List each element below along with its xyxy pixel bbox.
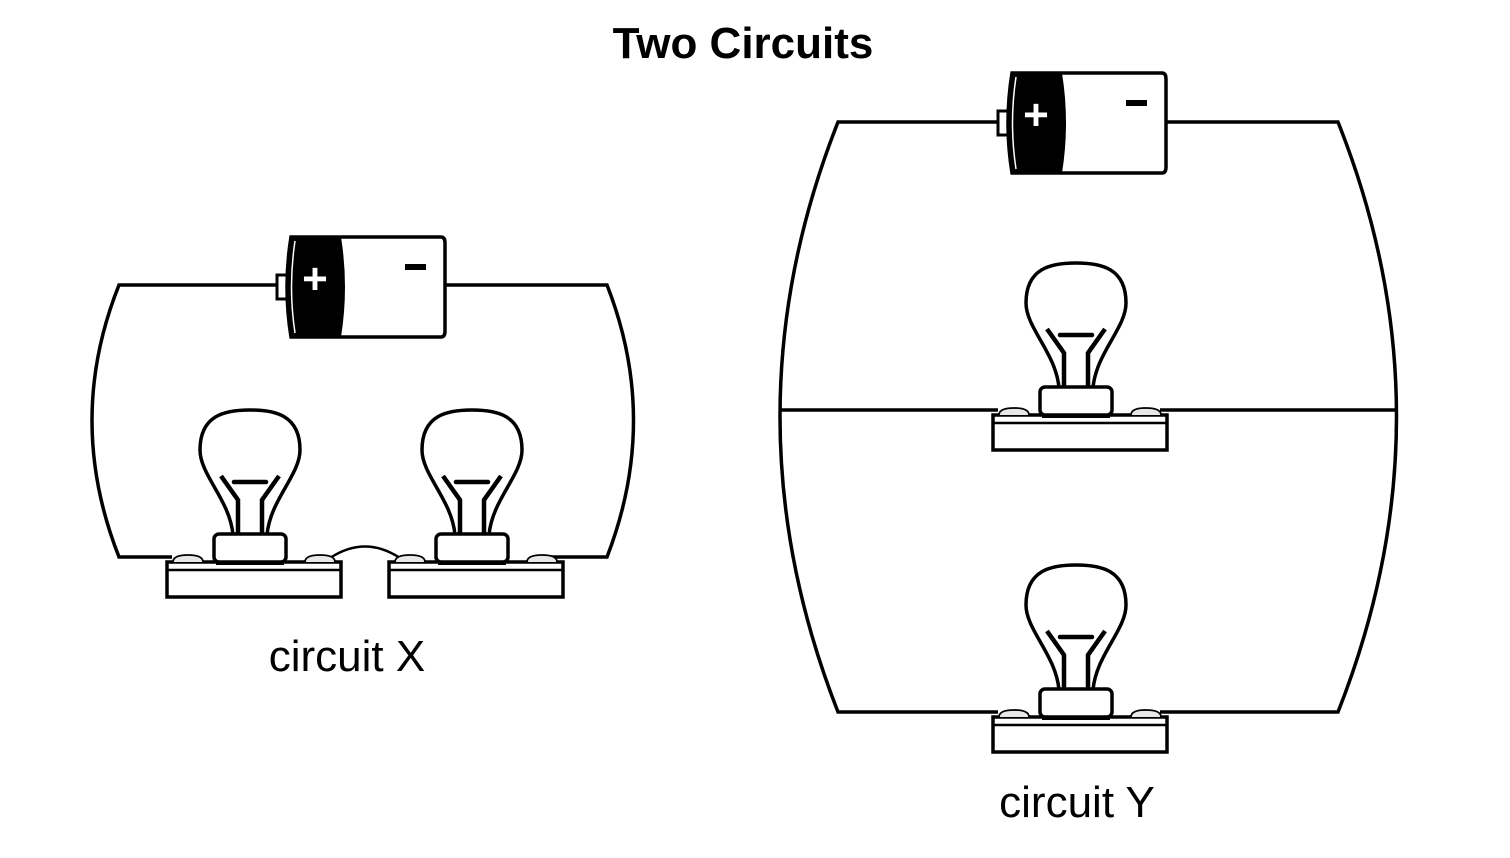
circuit-x-bulb-2 bbox=[387, 408, 565, 599]
bulb-filament-support-left bbox=[1045, 629, 1067, 690]
circuit-x-battery: + bbox=[275, 235, 447, 339]
bulb-collar-seat bbox=[1042, 414, 1110, 418]
circuit-x-wire-right bbox=[443, 283, 636, 559]
bulb-terminal-right bbox=[304, 554, 336, 563]
battery-negative-symbol bbox=[405, 264, 426, 270]
bulb-collar-seat bbox=[1042, 716, 1110, 720]
bulb-filament-support-right bbox=[259, 474, 281, 535]
bulb-terminal-left bbox=[998, 709, 1030, 718]
bulb-glass bbox=[1024, 563, 1128, 691]
bulb-collar bbox=[1038, 687, 1114, 719]
bulb-terminal-right bbox=[1130, 407, 1162, 416]
bulb-filament-support-right bbox=[481, 474, 503, 535]
bulb-platform bbox=[991, 413, 1169, 452]
circuit-y-wire-left bbox=[778, 120, 1003, 714]
bulb-filament-support-right bbox=[1085, 629, 1107, 690]
circuit-x: + circuit X bbox=[90, 235, 636, 681]
circuit-y-wire-right bbox=[1160, 120, 1399, 714]
circuit-y: + circuit Y bbox=[778, 71, 1399, 827]
bulb-collar-seat bbox=[438, 561, 506, 565]
bulb-glass bbox=[1024, 261, 1128, 389]
battery-cap-highlight bbox=[290, 240, 296, 334]
bulb-filament-support-left bbox=[1045, 327, 1067, 388]
battery-positive-cap bbox=[287, 237, 345, 337]
circuit-y-battery: + bbox=[996, 71, 1168, 175]
circuit-y-bulb-2 bbox=[991, 563, 1169, 754]
bulb-terminal-left bbox=[998, 407, 1030, 416]
bulb-collar bbox=[1038, 385, 1114, 417]
bulb-platform bbox=[165, 560, 343, 599]
bulb-terminal-right bbox=[1130, 709, 1162, 718]
battery-positive-cap bbox=[1008, 73, 1066, 173]
bulb-glass bbox=[198, 408, 302, 536]
bulb-filament-support-left bbox=[441, 474, 463, 535]
circuit-y-bulb-1 bbox=[991, 261, 1169, 452]
bulb-collar-seat bbox=[216, 561, 284, 565]
battery-cap-highlight bbox=[1011, 76, 1017, 170]
bulb-glass bbox=[420, 408, 524, 536]
diagram-title: Two Circuits bbox=[613, 19, 874, 68]
bulb-collar bbox=[212, 532, 288, 564]
circuit-y-label: circuit Y bbox=[999, 778, 1155, 827]
bulb-filament-support-right bbox=[1085, 327, 1107, 388]
circuit-x-wire-left bbox=[90, 283, 280, 559]
bulb-platform bbox=[991, 715, 1169, 754]
bulb-terminal-right bbox=[526, 554, 558, 563]
bulb-terminal-left bbox=[394, 554, 426, 563]
circuit-x-bulb-1 bbox=[165, 408, 343, 599]
circuit-x-wire-between-bulbs bbox=[329, 545, 401, 560]
battery-positive-symbol: + bbox=[302, 255, 328, 304]
bulb-collar bbox=[434, 532, 510, 564]
bulb-terminal-left bbox=[172, 554, 204, 563]
circuit-x-label: circuit X bbox=[269, 632, 425, 681]
bulb-filament-support-left bbox=[219, 474, 241, 535]
bulb-platform bbox=[387, 560, 565, 599]
battery-positive-symbol: + bbox=[1023, 91, 1049, 140]
battery-negative-symbol bbox=[1126, 100, 1147, 106]
